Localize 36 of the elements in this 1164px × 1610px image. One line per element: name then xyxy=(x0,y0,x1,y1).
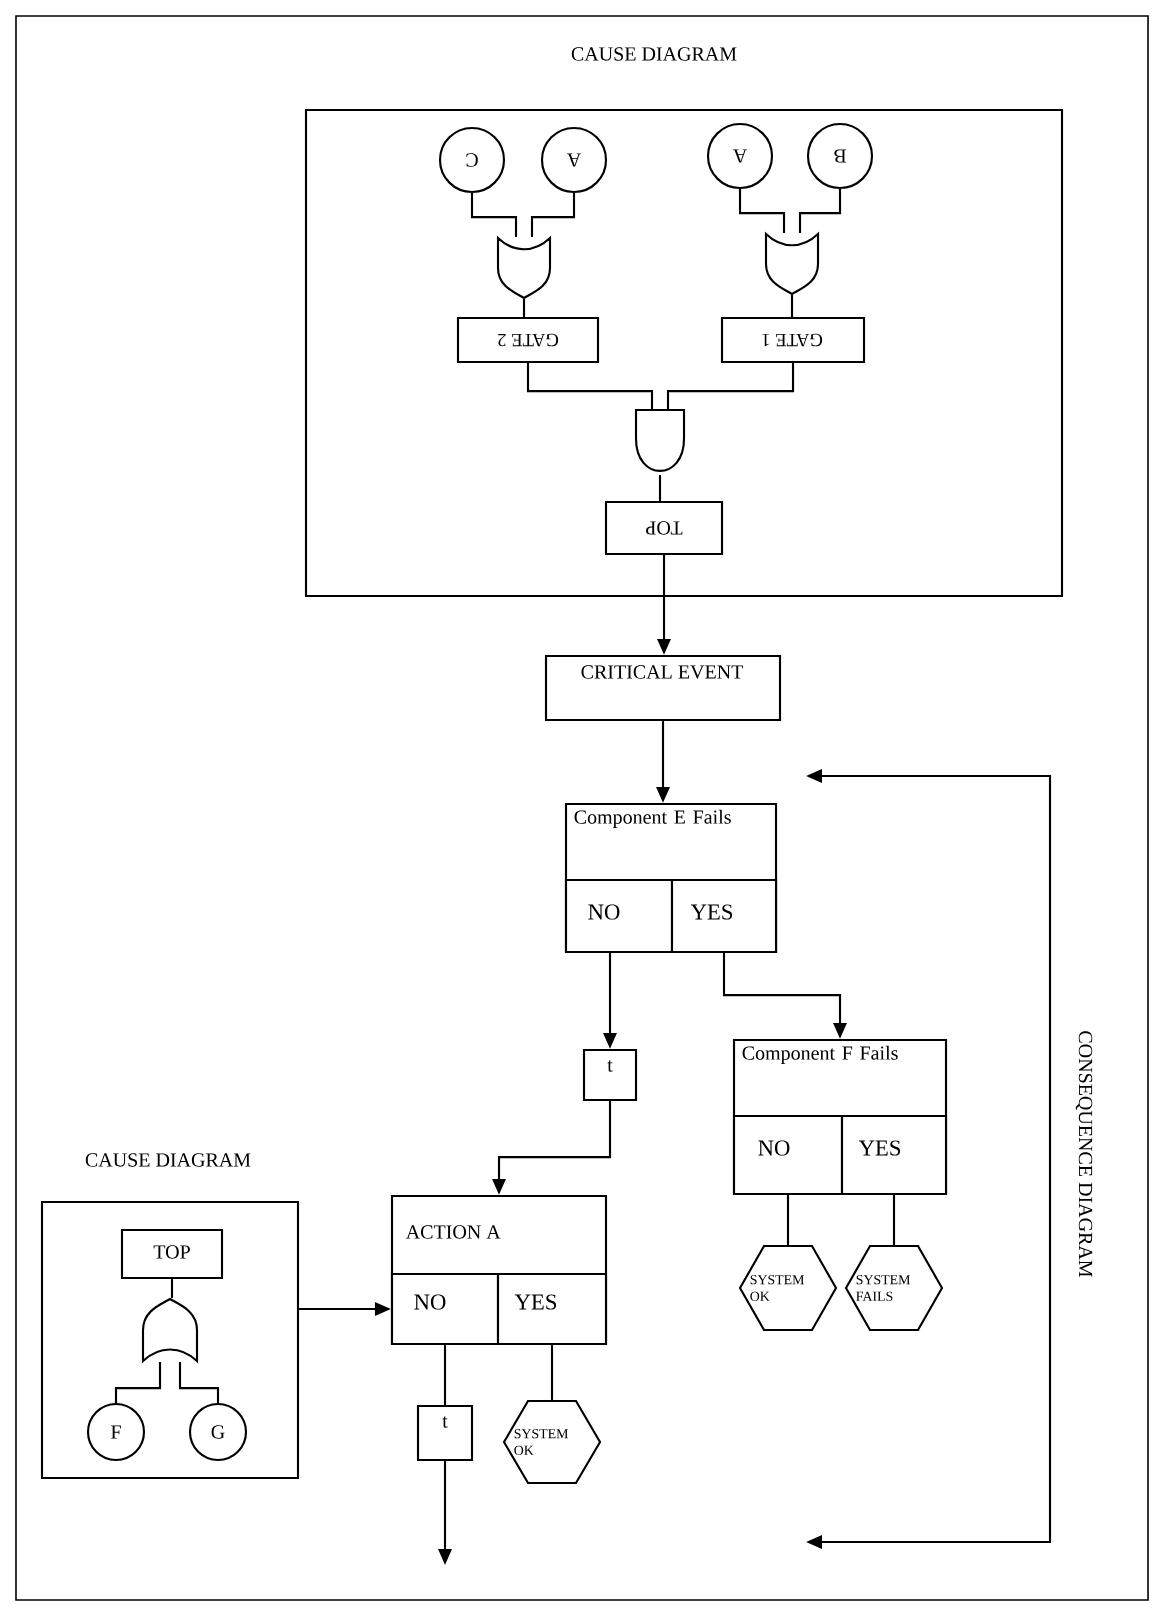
or-gate xyxy=(764,232,820,296)
event-box: NO xyxy=(732,1114,844,1196)
event-box: YES xyxy=(496,1272,608,1346)
event-box: YES xyxy=(840,1114,948,1196)
connector-line xyxy=(666,363,795,409)
connector-line xyxy=(526,363,654,409)
connector-line xyxy=(550,1345,554,1400)
or-gate xyxy=(141,1297,199,1363)
connector-line xyxy=(470,193,518,237)
event-box: TOP xyxy=(120,1228,224,1280)
node-label: CAUSE DIAGRAM xyxy=(571,47,737,61)
and-gate xyxy=(634,408,686,472)
event-box: GATE 2 xyxy=(456,316,600,364)
event-box: t xyxy=(416,1404,474,1462)
connector-line xyxy=(530,193,576,237)
connector-line xyxy=(738,189,786,233)
connector-line xyxy=(522,299,526,317)
event-box: CRITICAL EVENT xyxy=(544,654,782,722)
connector-line xyxy=(443,1345,447,1405)
connector-line xyxy=(798,189,842,233)
event-box: YES xyxy=(670,878,778,954)
event-box: NO xyxy=(390,1272,500,1346)
connector-line xyxy=(178,1362,220,1403)
or-gate xyxy=(496,236,552,300)
connector-line xyxy=(892,1195,896,1245)
connector-line xyxy=(658,475,662,501)
node-label: CAUSE DIAGRAM xyxy=(85,1153,251,1167)
connector-line xyxy=(790,295,794,317)
side-label: CONSEQUENCE DIAGRAM xyxy=(1075,1031,1093,1277)
connector-line xyxy=(786,1195,790,1245)
event-box: t xyxy=(582,1048,638,1102)
connector-line xyxy=(170,1279,174,1298)
event-box: NO xyxy=(564,878,674,954)
connector-line xyxy=(114,1362,162,1403)
event-box: TOP xyxy=(604,500,724,556)
event-box: GATE 1 xyxy=(720,316,866,364)
